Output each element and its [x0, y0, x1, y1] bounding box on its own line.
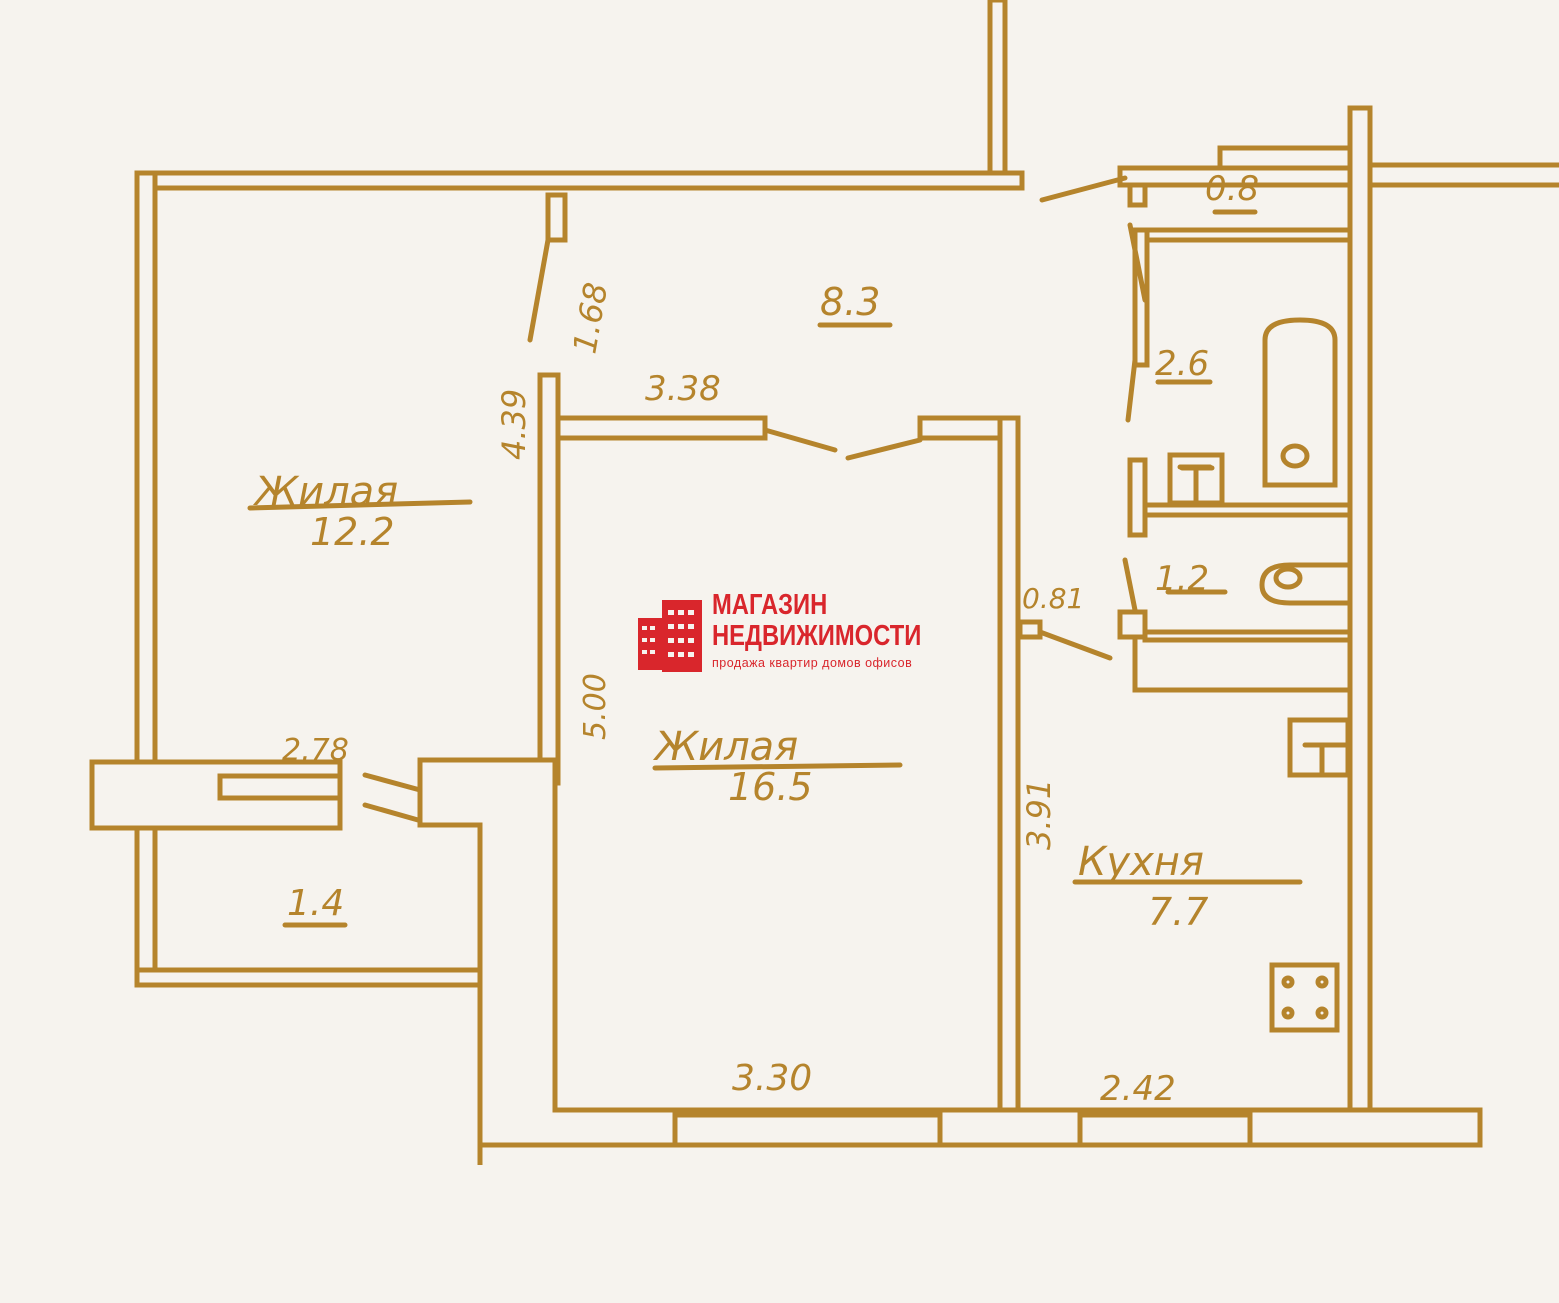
- dimension: 3.30: [732, 1058, 812, 1099]
- room-area: 7.7: [1148, 890, 1208, 934]
- room-name: Кухня: [1078, 839, 1204, 885]
- toilet: [1259, 562, 1351, 606]
- room-area: 1.4: [287, 883, 344, 924]
- dimension: 2.42: [1100, 1069, 1176, 1109]
- room-area: 16.5: [728, 765, 813, 809]
- dimension: 0.81: [1022, 582, 1084, 615]
- dimension: 3.38: [645, 369, 721, 409]
- stove: [1269, 962, 1340, 1033]
- logo-tagline: продажа квартир домов офисов: [712, 656, 913, 670]
- building-logo-icon: [638, 600, 702, 672]
- room-name: Жилая: [652, 724, 798, 770]
- dimension: 5.00: [578, 673, 613, 740]
- dimension: 4.39: [495, 389, 533, 460]
- door-swings: [362, 175, 1148, 823]
- walls: [89, 0, 1559, 1165]
- room-area: 2.6: [1155, 344, 1209, 384]
- bathtub: [1262, 317, 1338, 488]
- dimension: 3.91: [1020, 779, 1058, 850]
- labels: Жилая 12.2 Жилая 16.5 Кухня 7.7 8.3 0.8 …: [247, 169, 1303, 1109]
- room-area: 8.3: [820, 280, 880, 324]
- fixtures: [1167, 317, 1351, 1033]
- dimension: 1.68: [565, 280, 615, 357]
- room-area: 0.8: [1205, 169, 1259, 209]
- room-area: 12.2: [310, 510, 395, 554]
- dimension: 2.78: [282, 733, 349, 768]
